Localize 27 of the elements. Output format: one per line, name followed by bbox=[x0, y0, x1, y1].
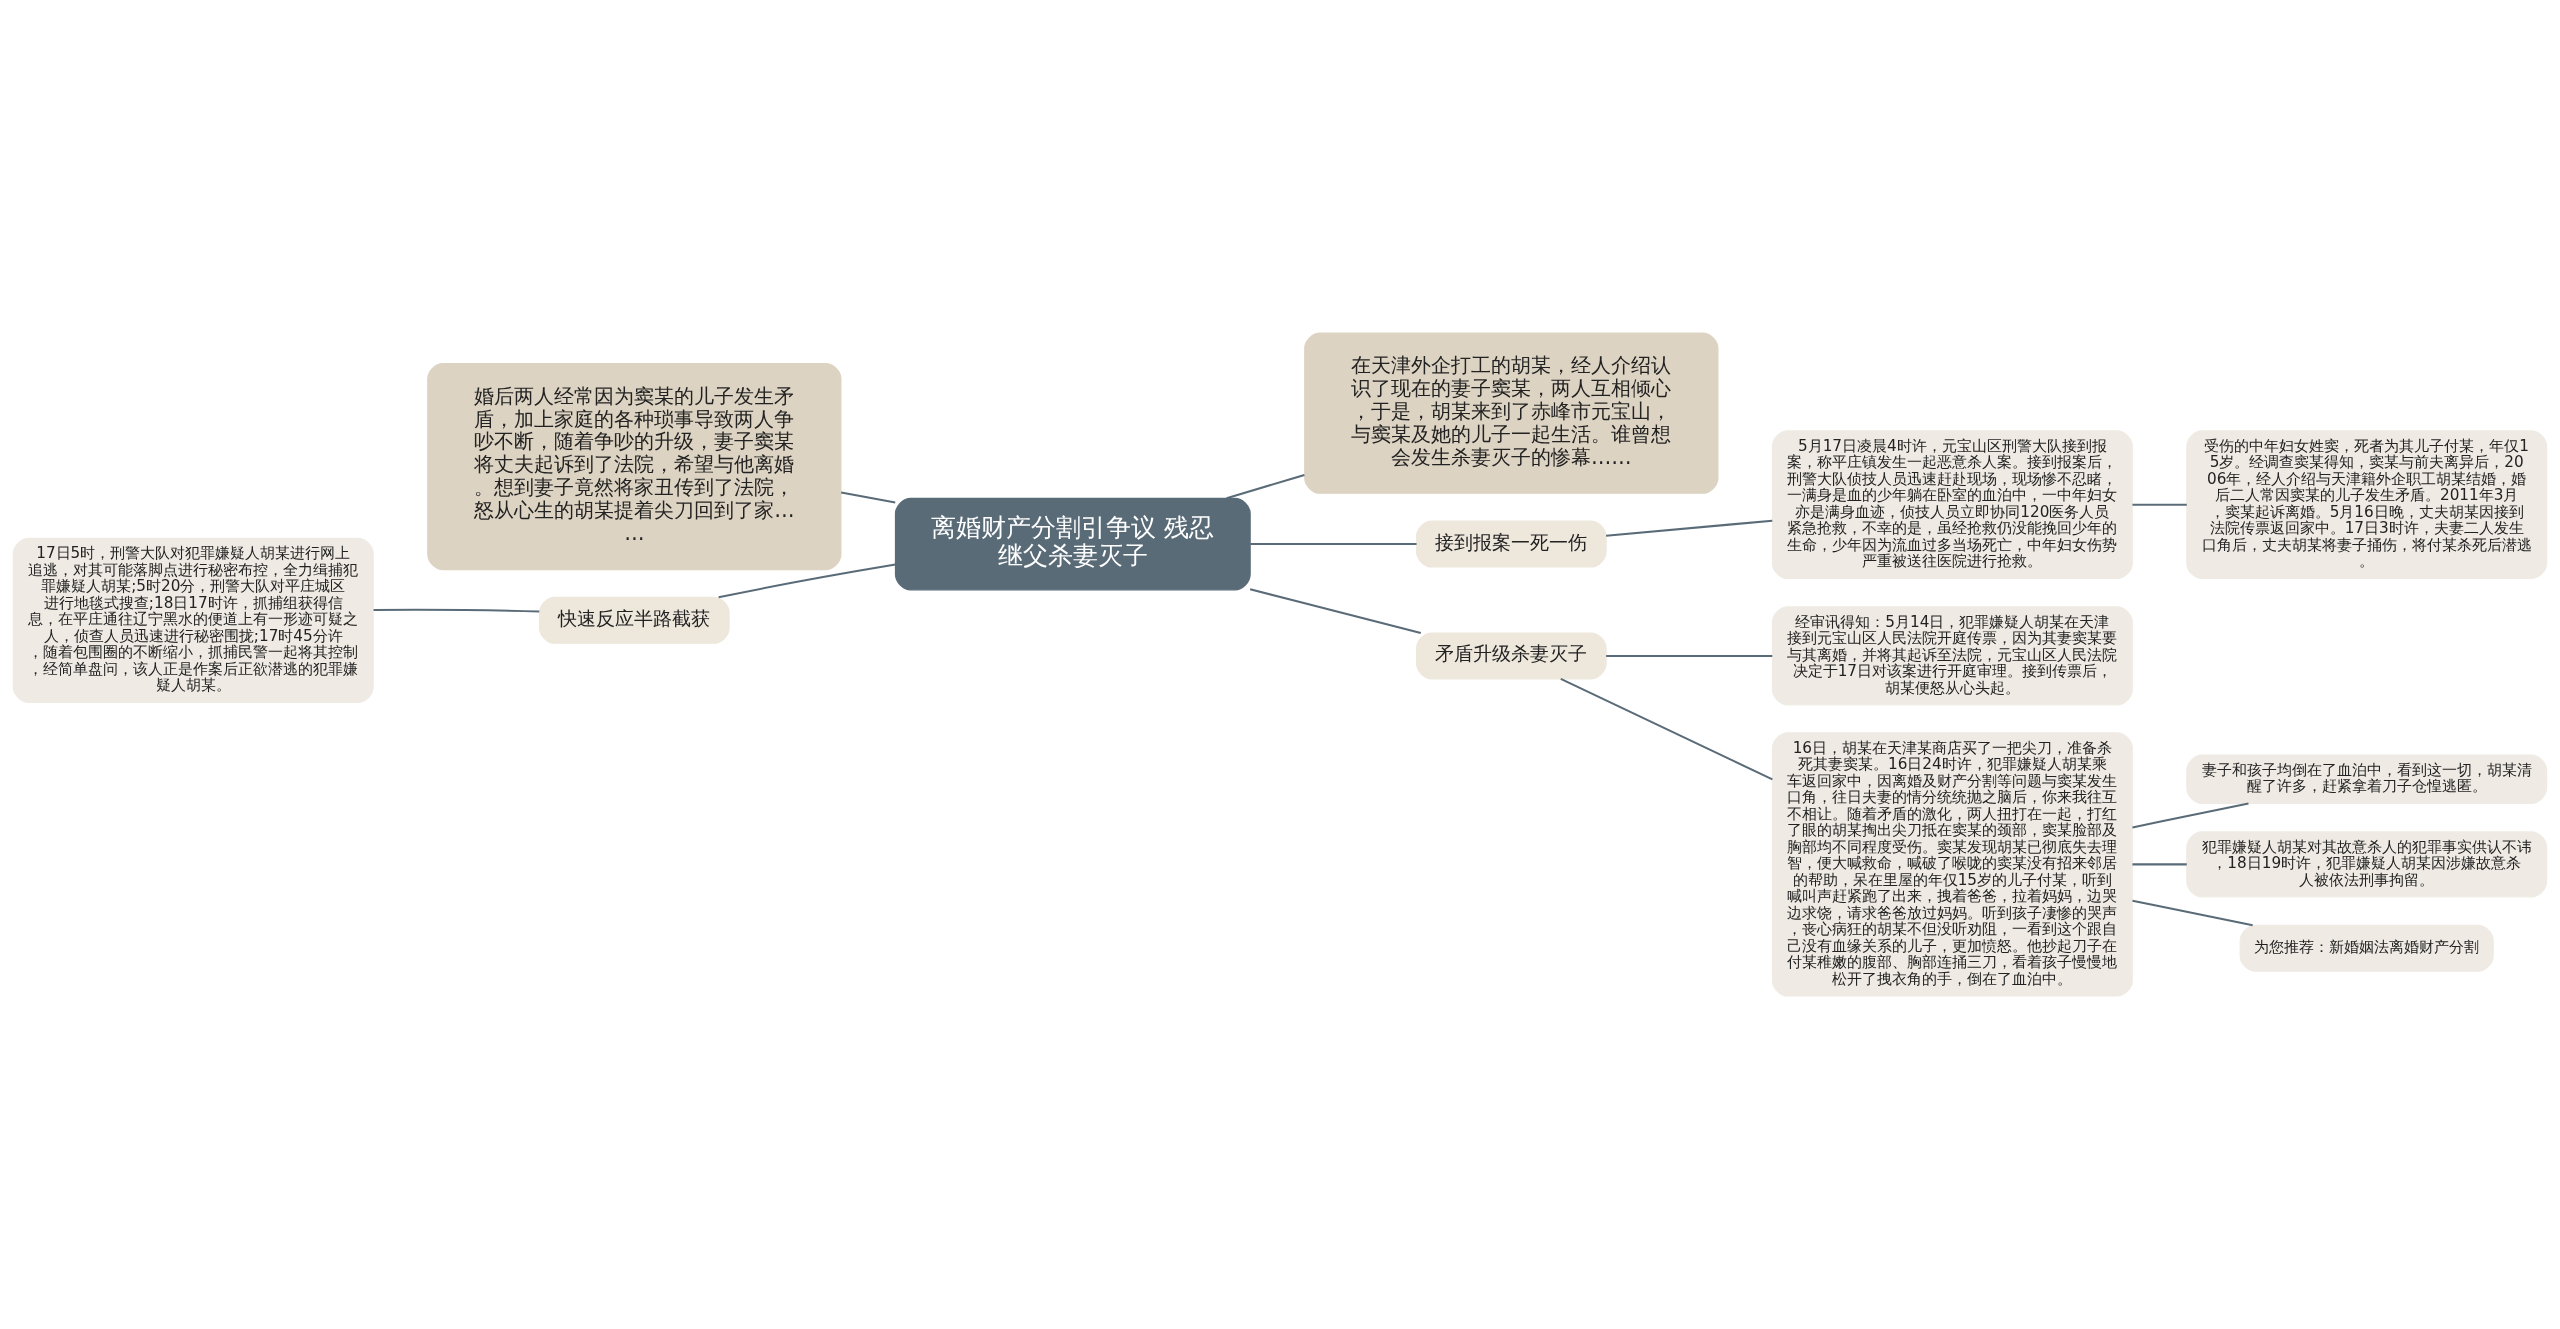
node-box: 离婚财产分割引争议 残忍继父杀妻灭子 bbox=[894, 497, 1251, 591]
node-box: 在天津外企打工的胡某，经人介绍认识了现在的妻子窦某，两人互相倾心，于是，胡某来到了赤峰市元宝山，与窦某及她的儿子一起生活。谁曾想会发生杀妻灭子的惨幕…… bbox=[1304, 332, 1719, 494]
node-box: 17日5时，刑警大队对犯罪嫌疑人胡某进行网上追逃，对其可能落脚点进行秘密布控，全力缉捕犯罪嫌疑人胡某;5时20分，刑警大队对平庄城区进行地毯式搜查;18日17时许，抓捕组获得信息，在平庄通往辽宁黑水的便道上有一形迹可疑之人，侦查人员迅速进行秘密围拢;17时45分许，随着包围圈的不断缩小，抓捕民警一起将其控制，经简单盘问，该人正是作案后正欲潜逃的犯罪嫌疑人胡某。 bbox=[12, 537, 374, 703]
connector bbox=[2132, 863, 2187, 866]
connector bbox=[1249, 588, 1421, 634]
node-box: 为您推荐：新婚姻法离婚财产分割 bbox=[2239, 924, 2494, 972]
connector bbox=[718, 563, 896, 599]
node-box: 犯罪嫌疑人胡某对其故意杀人的犯罪事实供认不讳，18日19时许，犯罪嫌疑人胡某因涉嫌故意杀人被依法刑事拘留。 bbox=[2186, 831, 2548, 898]
connector bbox=[840, 491, 896, 504]
connector bbox=[2132, 503, 2187, 506]
connector bbox=[1250, 543, 1417, 546]
node-box: 妻子和孩子均倒在了血泊中，看到这一切，胡某清醒了许多，赶紧拿着刀子仓惶逃匿。 bbox=[2186, 754, 2548, 804]
connector bbox=[1560, 677, 1773, 781]
node-box: 受伤的中年妇女姓窦，死者为其儿子付某，年仅15岁。经调查窦某得知，窦某与前夫离异后，2006年，经人介绍与天津籍外企职工胡某结婚，婚后二人常因窦某的儿子发生矛盾。2011年3月，窦某起诉离婚。5月16日晚，丈夫胡某因接到法院传票返回家中。17日3时许，夫妻二人发生口角后，丈夫胡某将妻子捅伤，将付某杀死后潜逃。 bbox=[2186, 430, 2548, 580]
connector bbox=[2132, 899, 2253, 927]
node-box: 5月17日凌晨4时许，元宝山区刑警大队接到报案，称平庄镇发生一起恶意杀人案。接到报案后，刑警大队侦技人员迅速赶赴现场，现场惨不忍睹，一满身是血的少年躺在卧室的血泊中，一中年妇女亦是满身血迹，侦技人员立即协同120医务人员紧急抢救，不幸的是，虽经抢救仍没能挽回少年的生命，少年因为流血过多当场死亡，中年妇女伤势严重被送往医院进行抢救。 bbox=[1771, 430, 2133, 580]
connector bbox=[1226, 473, 1305, 500]
connector bbox=[1606, 519, 1773, 537]
node-box: 婚后两人经常因为窦某的儿子发生矛盾，加上家庭的各种琐事导致两人争吵不断，随着争吵的升级，妻子窦某将丈夫起诉到了法院，希望与他离婚。想到妻子竟然将家丑传到了法院，怒从心生的胡某提着尖刀回到了家…… bbox=[427, 362, 842, 571]
node-box: 经审讯得知：5月14日，犯罪嫌疑人胡某在天津接到元宝山区人民法院开庭传票，因为其妻窦某要与其离婚，并将其起诉至法院，元宝山区人民法院决定于17日对该案进行开庭审理。接到传票后，胡某便怒从心头起。 bbox=[1771, 606, 2133, 706]
node-box: 16日，胡某在天津某商店买了一把尖刀，准备杀死其妻窦某。16日24时许，犯罪嫌疑人胡某乘车返回家中，因离婚及财产分割等问题与窦某发生口角，往日夫妻的情分统统抛之脑后，你来我往互不相让。随着矛盾的激化，两人扭打在一起，打红了眼的胡某掏出尖刀抵在窦某的颈部，窦某脸部及胸部均不同程度受伤。窦某发现胡某已彻底失去理智，便大喊救命，喊破了喉咙的窦某没有招来邻居的帮助，呆在里屋的年仅15岁的儿子付某，听到喊叫声赶紧跑了出来，拽着爸爸，拉着妈妈，边哭边求饶，请求爸爸放过妈妈。听到孩子凄惨的哭声，丧心病狂的胡某不但没听劝阻，一看到这个跟自己没有血缘关系的儿子，更加愤怒。他抄起刀子在付某稚嫩的腹部、胸部连捅三刀，看着孩子慢慢地松开了拽衣角的手，倒在了血泊中。 bbox=[1771, 732, 2133, 997]
connector bbox=[1606, 654, 1773, 657]
node-box: 快速反应半路截获 bbox=[539, 596, 730, 644]
connector bbox=[2132, 802, 2249, 829]
node-box: 矛盾升级杀妻灭子 bbox=[1416, 632, 1607, 680]
connector bbox=[373, 608, 540, 613]
node-box: 接到报案一死一伤 bbox=[1416, 520, 1607, 568]
